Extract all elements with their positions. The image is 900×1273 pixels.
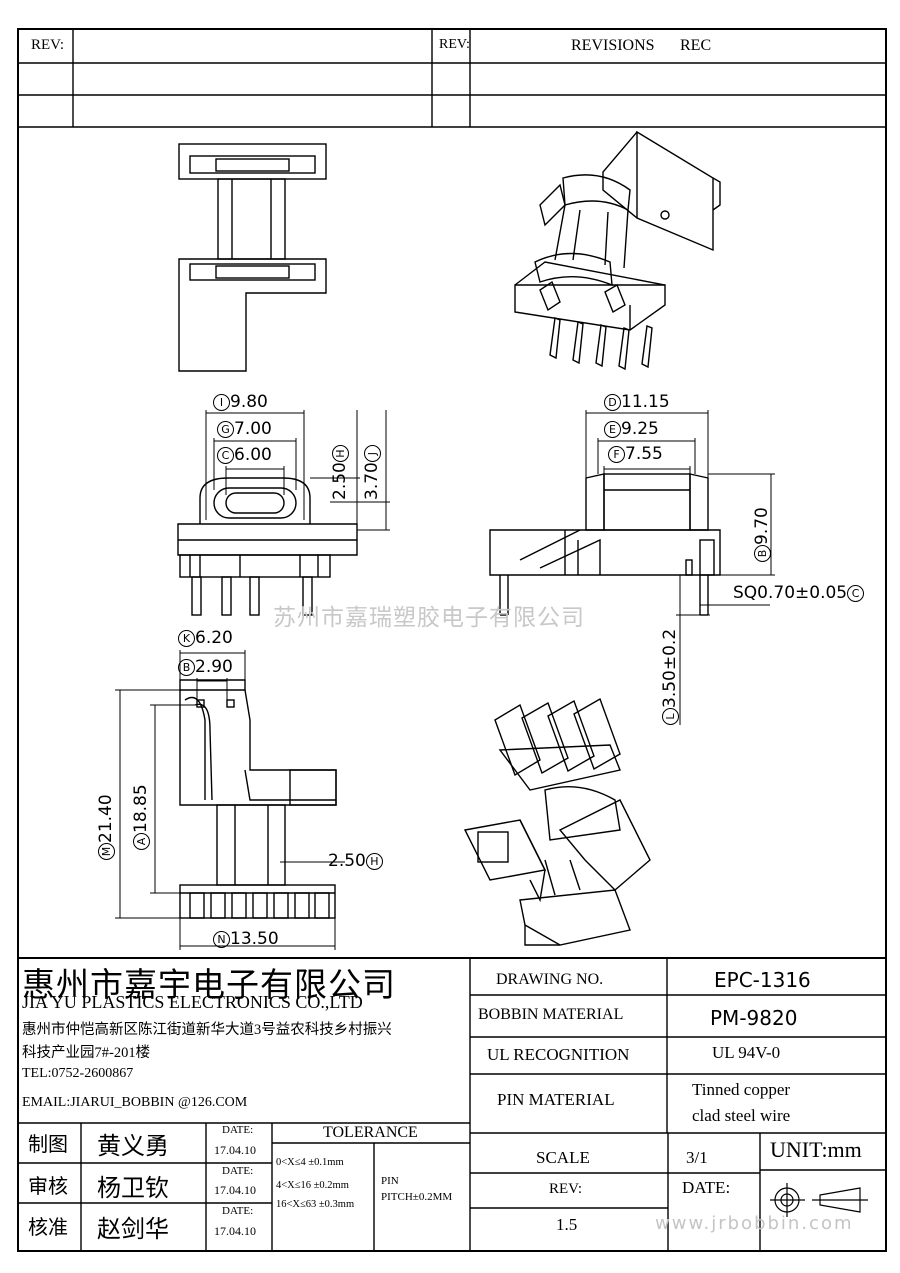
rev-label-right: REV: [439,37,470,52]
signoff-date: 17.04.10 [214,1183,256,1197]
signoff-name: 杨卫钦 [97,1176,169,1202]
signoff-name: 赵剑华 [97,1217,169,1243]
tolerance-pin-label: PIN [381,1175,399,1187]
company-email: EMAIL:JIARUI_BOBBIN @126.COM [22,1095,248,1110]
scale-label: SCALE [536,1148,590,1167]
signoff-date: 17.04.10 [214,1224,256,1238]
dim-label: B9.70 [752,507,772,562]
signoff-role: 核准 [28,1217,68,1239]
rev-label-left: REV: [31,37,65,53]
company-address-2: 科技产业园7#-201楼 [22,1045,151,1061]
signoff-role: 审核 [28,1176,68,1198]
dim-label: A18.85 [131,784,151,850]
tolerance-title: TOLERANCE [323,1124,418,1141]
date-label: DATE: [682,1178,731,1197]
pin-material-line2: clad steel wire [692,1106,791,1125]
watermark-center: 苏州市嘉瑞塑胶电子有限公司 [273,605,585,631]
tolerance-pitch: PITCH±0.2MM [381,1191,453,1203]
rev-value: 1.5 [556,1215,578,1234]
dim-label: 3.70J [362,445,382,500]
scale-value: 3/1 [686,1148,708,1167]
pin-material-line1: Tinned copper [692,1080,791,1099]
signoff-name: 黄义勇 [97,1134,169,1160]
tolerance-row: 16<X≤63 ±0.3mm [276,1199,355,1210]
unit-label: UNIT:mm [770,1137,862,1162]
signoff-date-label: DATE: [222,1165,254,1177]
signoff-date: 17.04.10 [214,1143,256,1157]
tolerance-row: 0<X≤4 ±0.1mm [276,1157,344,1168]
bobbin-material-label: BOBBIN MATERIAL [478,1006,624,1023]
drawing-no-label: DRAWING NO. [496,971,604,988]
ul-recognition-label: UL RECOGNITION [487,1045,630,1064]
drawing-no: EPC-1316 [714,968,811,992]
dim-label: 2.50H [330,445,350,500]
company-name-cn: 惠州市嘉宇电子有限公司 [22,968,396,1004]
company-tel: TEL:0752-2600867 [22,1066,134,1081]
ul-recognition-value: UL 94V-0 [712,1043,781,1062]
company-name-en: JIA YU PLASTICS ELECTRONICS CO.,LTD [22,992,363,1012]
rev-label: REV: [549,1181,583,1197]
rec-label: REC [680,37,712,54]
dim-label: L3.50±0.2 [660,629,680,725]
dim-label: M21.40 [96,794,116,860]
revisions-label: REVISIONS [571,37,655,54]
watermark-bottom: www.jrbobbin.com [655,1213,854,1234]
company-address-1: 惠州市仲恺高新区陈江街道新华大道3号益农科技乡村振兴 [22,1022,392,1038]
pin-material-label: PIN MATERIAL [497,1090,615,1109]
signoff-date-label: DATE: [222,1124,254,1136]
signoff-date-label: DATE: [222,1205,254,1217]
signoff-role: 制图 [28,1134,68,1156]
tolerance-row: 4<X≤16 ±0.2mm [276,1180,349,1191]
bobbin-material: PM-9820 [710,1006,798,1030]
